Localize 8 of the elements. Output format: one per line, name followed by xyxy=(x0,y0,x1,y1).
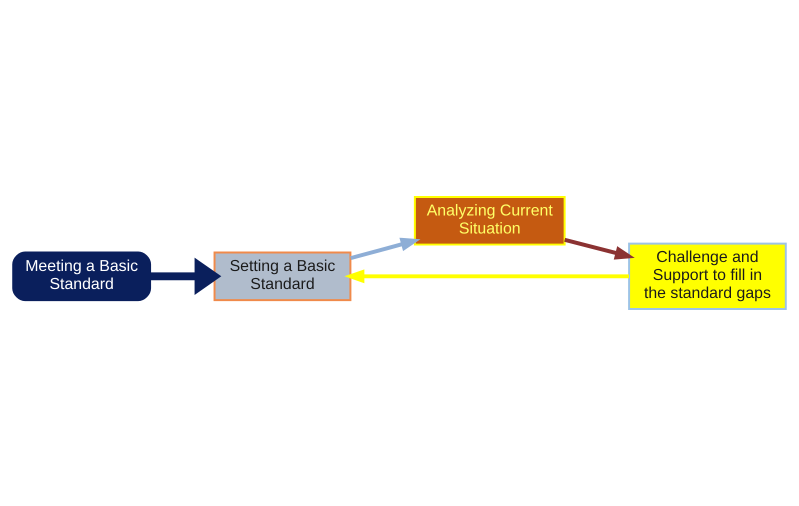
arrow xyxy=(350,238,420,260)
node-box: Challenge and Support to fill in the standard gaps xyxy=(628,242,787,310)
node-box: Analyzing Current Situation xyxy=(414,196,566,246)
arrow xyxy=(564,238,635,260)
node-box: Setting a Basic Standard xyxy=(214,252,352,302)
node-box: Meeting a Basic Standard xyxy=(12,252,152,302)
arrow xyxy=(150,258,222,296)
arrow xyxy=(344,269,629,284)
